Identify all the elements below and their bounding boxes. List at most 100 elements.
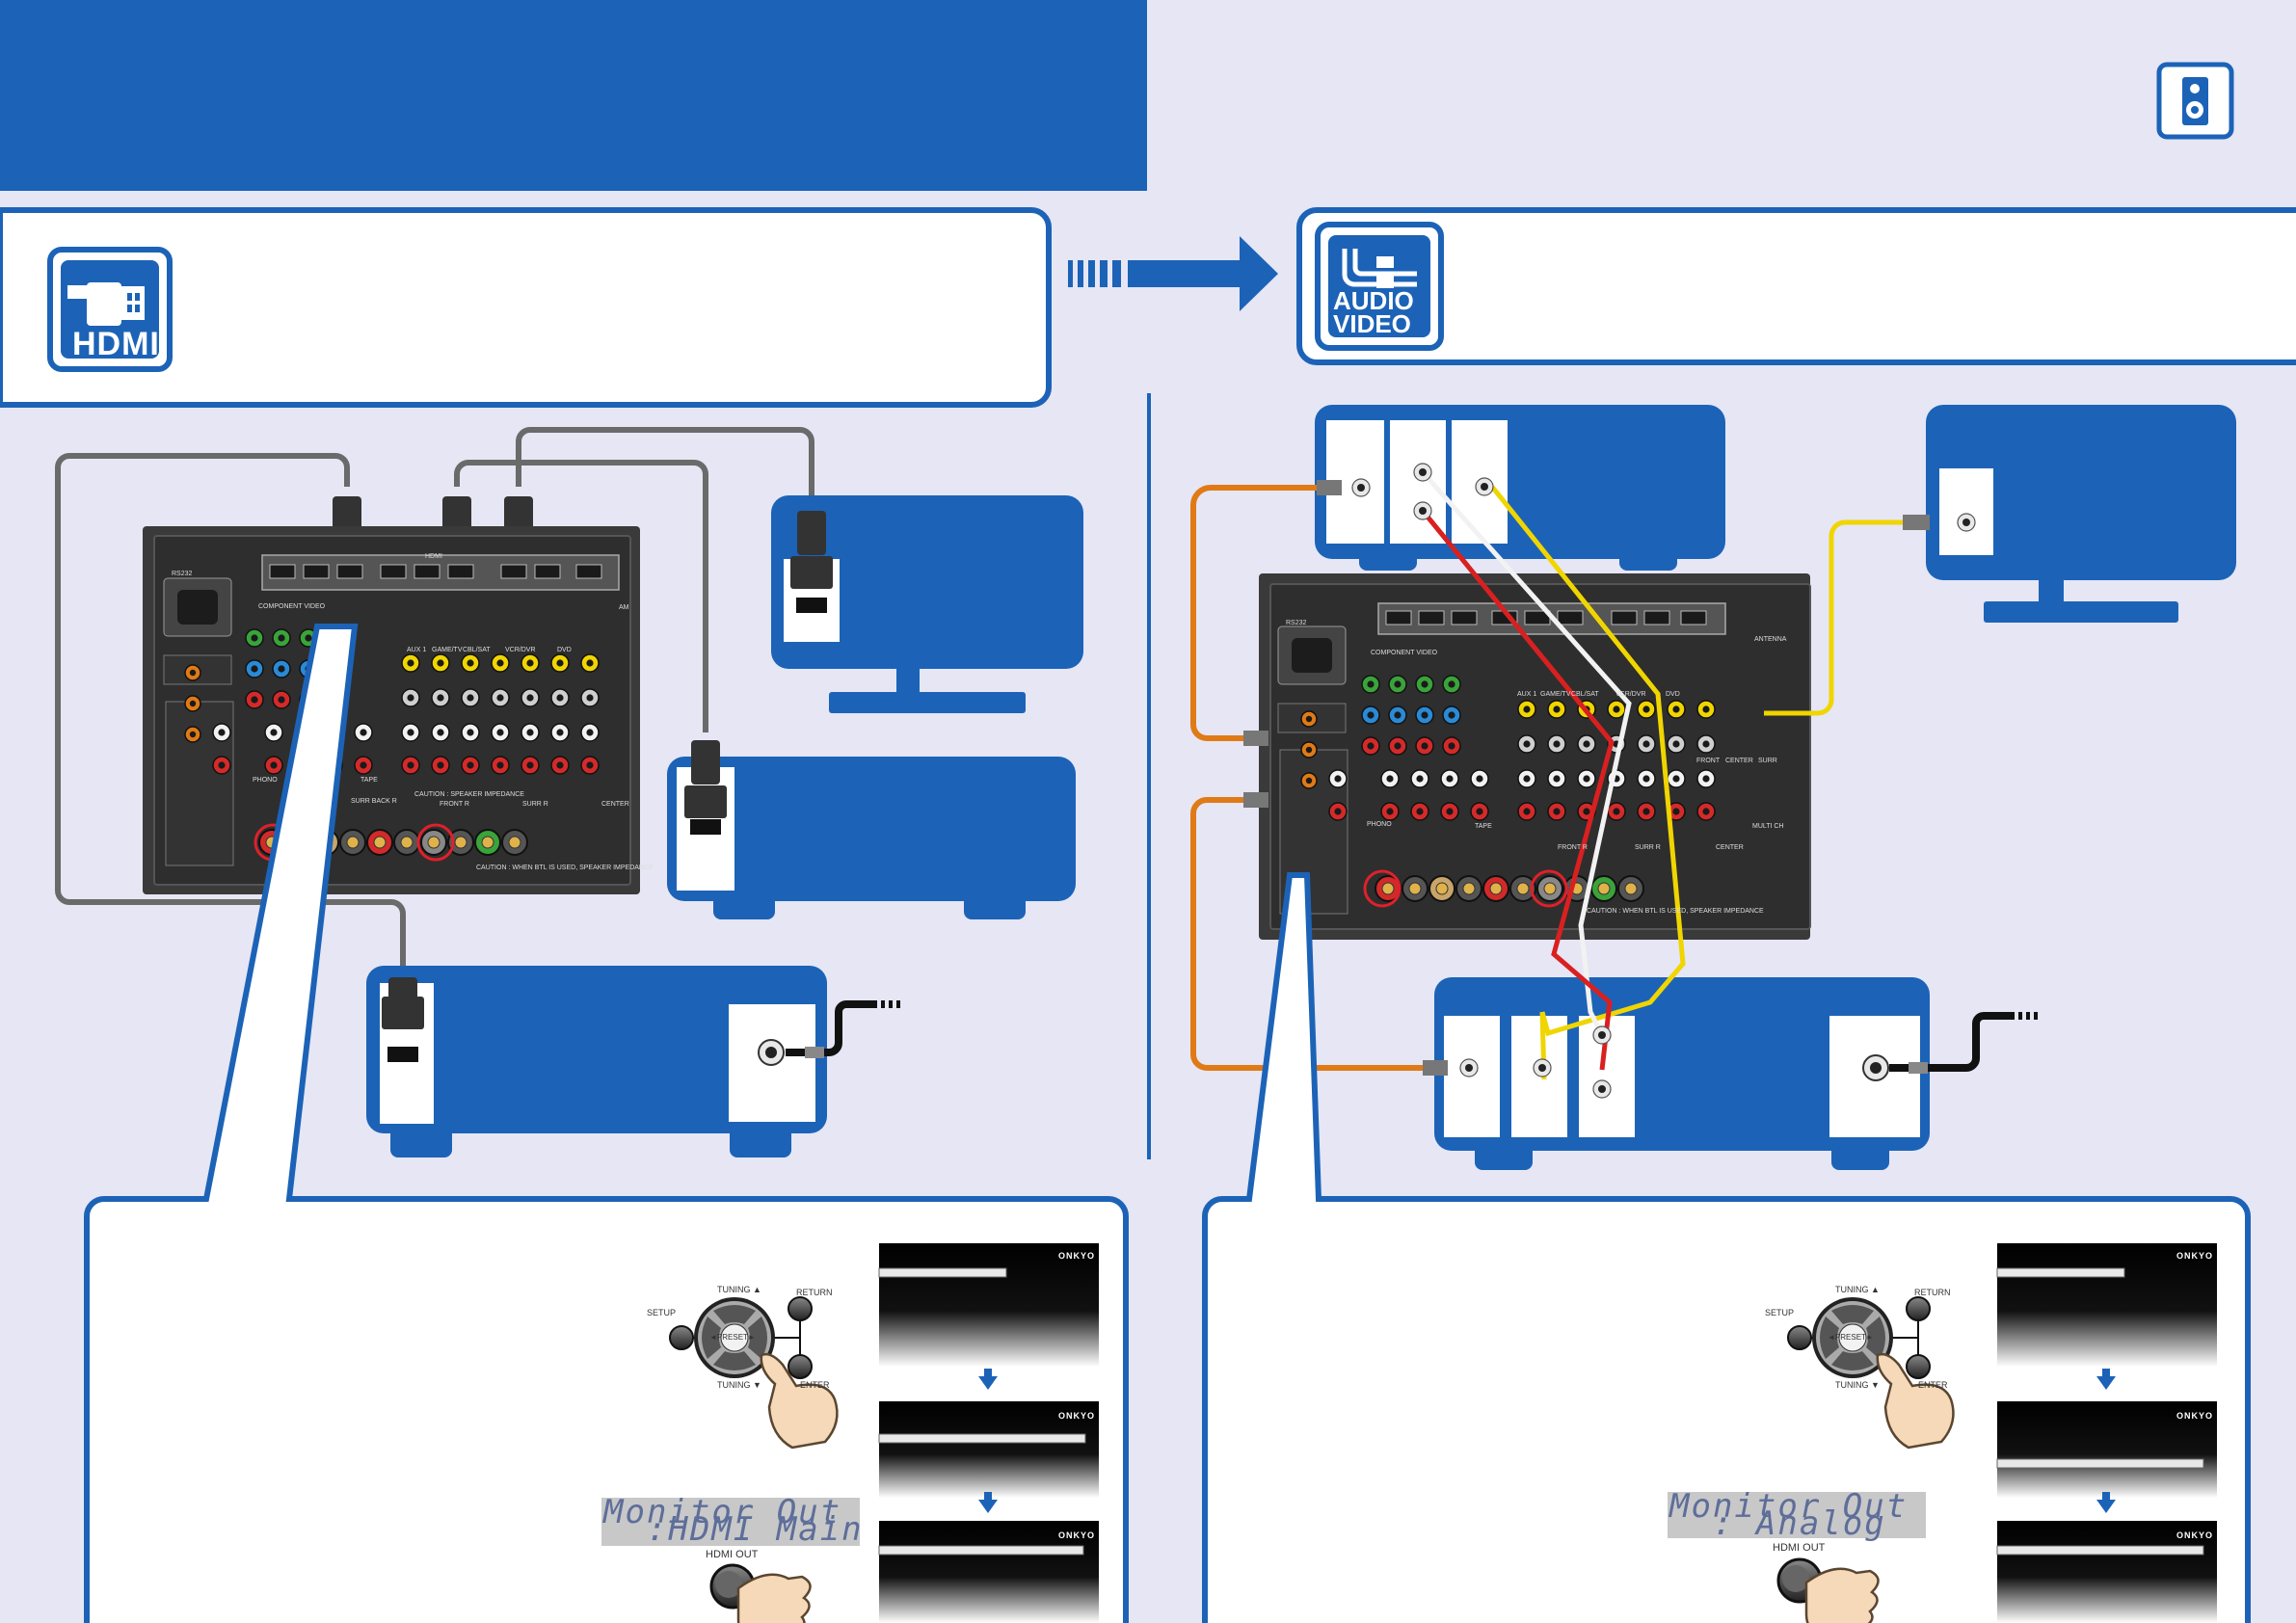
antenna-label-right: ANTENNA — [1754, 636, 1787, 643]
screen-thumbnail — [1997, 1521, 2217, 1623]
video-badge-label: VIDEO — [1333, 309, 1411, 338]
setup-label-left: SETUP — [647, 1308, 677, 1317]
center-label-right: CENTER — [1725, 758, 1753, 764]
tuning-up-label-right: TUNING ▲ — [1835, 1285, 1880, 1294]
hdmi-badge-label: HDMI — [72, 326, 160, 362]
hdmi-label-left: HDMI — [425, 553, 442, 560]
caution-btl-left: CAUTION : WHEN BTL IS USED, SPEAKER IMPE… — [476, 865, 654, 871]
game-tv-label-left: GAME/TV — [432, 647, 463, 653]
audio-badge-label: AUDIO — [1333, 286, 1414, 315]
remote-pad-left — [669, 1296, 813, 1379]
down-arrow-icon — [2096, 1376, 2116, 1390]
cbl-sat-label-left: CBL/SAT — [463, 647, 491, 653]
down-arrow-icon — [978, 1500, 998, 1513]
preset-label-left: ◄PRESET► — [709, 1333, 756, 1342]
brand-screen-right-1: ONKYO — [2176, 1251, 2214, 1261]
screen-thumbnail — [1997, 1401, 2217, 1498]
player-left-top — [667, 757, 1076, 919]
front-r-label-right: FRONT R — [1558, 844, 1588, 851]
setup-label-right: SETUP — [1765, 1308, 1795, 1317]
antenna-cable-left — [758, 1000, 900, 1066]
next-arrow-icon — [1068, 236, 1278, 311]
lcd-left — [601, 1498, 860, 1546]
dvd-label-left: DVD — [557, 647, 572, 653]
player-left-bottom — [366, 966, 827, 1157]
hdmi-plug-icons — [333, 496, 833, 1062]
tuning-down-label-right: TUNING ▼ — [1835, 1380, 1880, 1390]
callout-right — [1202, 872, 2251, 1623]
tape-label-left: TAPE — [360, 777, 378, 784]
brand-screen-left-2: ONKYO — [1058, 1411, 1096, 1421]
callout-left — [84, 624, 1129, 1623]
center-label-left: CENTER — [601, 801, 629, 808]
screen-thumbnail — [1997, 1243, 2217, 1367]
receiver-right-jacks — [1300, 675, 1716, 902]
surr-back-r-label-left: SURR BACK R — [351, 798, 397, 805]
brand-screen-left-1: ONKYO — [1058, 1251, 1096, 1261]
orange-cables — [1190, 485, 1444, 1071]
surr-r-label-left: SURR R — [522, 801, 548, 808]
screen-thumbnail — [879, 1401, 1099, 1498]
return-label-left: RETURN — [796, 1288, 833, 1297]
antenna-cable-right — [1862, 1012, 2038, 1081]
lcd-right — [1668, 1492, 1926, 1538]
player-right-bottom — [1434, 977, 1930, 1170]
av-panel — [1296, 207, 2296, 365]
orange-plug-icons — [1243, 478, 1479, 1078]
front-r-label-left: FRONT R — [440, 801, 469, 808]
center-label-right-2: CENTER — [1716, 844, 1744, 851]
screen-thumbnails — [878, 1243, 2217, 1623]
brand-screen-right-3: ONKYO — [2176, 1530, 2214, 1540]
return-label-right: RETURN — [1914, 1288, 1951, 1297]
tuning-up-label-left: TUNING ▲ — [717, 1285, 761, 1294]
vcr-dvr-label-left: VCR/DVR — [505, 647, 536, 653]
phono-label-left: PHONO — [253, 777, 278, 784]
player-right-top — [1315, 405, 1725, 571]
game-tv-label-right: GAME/TV — [1540, 691, 1571, 698]
phono-label-right: PHONO — [1367, 821, 1392, 828]
enter-label-right: ENTER — [1918, 1380, 1948, 1390]
header-bar — [0, 0, 1147, 191]
vcr-dvr-label-right: VCR/DVR — [1615, 691, 1646, 698]
down-arrow-icon — [2096, 1500, 2116, 1513]
pointing-hand-icon — [736, 1352, 1955, 1623]
caution-impedance-left: CAUTION : SPEAKER IMPEDANCE — [414, 791, 524, 798]
hdmi-out-button-left — [709, 1563, 756, 1610]
down-arrow-icon — [978, 1376, 998, 1390]
screen-thumbnail — [879, 1243, 1099, 1367]
hdmi-panel — [0, 207, 1052, 408]
hdmi-out-label-left: HDMI OUT — [706, 1549, 759, 1560]
brand-screen-right-2: ONKYO — [2176, 1411, 2214, 1421]
tv-right — [1926, 405, 2236, 623]
am-label-left: AM — [619, 604, 629, 611]
lcd-right-line1: Monitor Out — [1669, 1487, 1909, 1526]
receiver-left — [143, 526, 640, 894]
hdmi-cables — [55, 427, 814, 966]
screen-thumbnail — [879, 1521, 1099, 1623]
brand-screen-left-3: ONKYO — [1058, 1530, 1096, 1540]
lcd-left-line2: :HDMI Main — [603, 1510, 864, 1549]
caution-btl-right: CAUTION : WHEN BTL IS USED, SPEAKER IMPE… — [1587, 908, 1764, 915]
tv-video-jack-icon — [1903, 513, 1976, 532]
lcd-right-line2: : Analog — [1669, 1504, 1886, 1543]
aux1-label-left: AUX 1 — [407, 647, 427, 653]
multi-ch-label-right: MULTI CH — [1752, 823, 1784, 830]
hdmi-out-label-right: HDMI OUT — [1773, 1542, 1826, 1554]
hdmi-badge-icon — [47, 247, 173, 372]
yellow-cable — [1490, 485, 1918, 1037]
component-video-label-right: COMPONENT VIDEO — [1371, 650, 1438, 656]
aux1-label-right: AUX 1 — [1517, 691, 1537, 698]
rs232-label-left: RS232 — [172, 571, 193, 577]
surr-label-right: SURR — [1758, 758, 1777, 764]
speaker-icon — [2156, 62, 2234, 140]
audio-video-badge-icon — [1315, 222, 1444, 351]
surr-r-label-right: SURR R — [1635, 844, 1661, 851]
preset-label-right: ◄PRESET► — [1828, 1333, 1874, 1342]
dvd-label-right: DVD — [1666, 691, 1680, 698]
enter-label-left: ENTER — [800, 1380, 830, 1390]
cbl-sat-label-right: CBL/SAT — [1571, 691, 1599, 698]
lcd-left-line1: Monitor Out — [603, 1493, 842, 1531]
remote-pad-right — [1787, 1296, 1931, 1379]
tuning-down-label-left: TUNING ▼ — [717, 1380, 761, 1390]
